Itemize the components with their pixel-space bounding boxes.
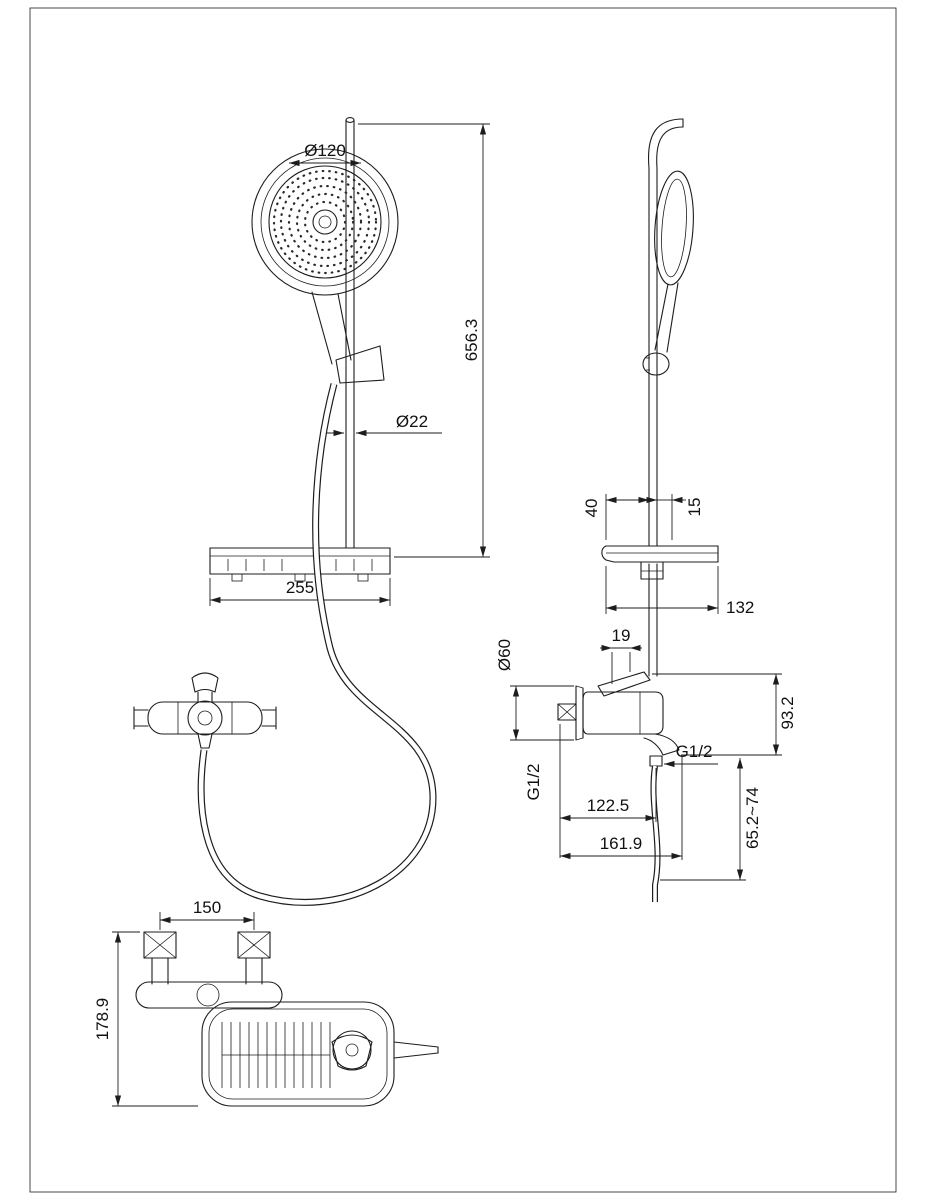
mixer-front-view bbox=[133, 672, 277, 749]
dim-shelf-to-bar: 40 bbox=[582, 499, 601, 518]
mixer-handle-front bbox=[191, 672, 219, 693]
slide-bar-side bbox=[647, 118, 684, 677]
label-inlet-thread: G1/2 bbox=[524, 764, 543, 801]
side-view: 40 15 132 Ø60 19 bbox=[495, 118, 797, 902]
dim-bar-to-head: 15 bbox=[685, 498, 704, 517]
dim-wall-offset: 19 bbox=[612, 626, 631, 645]
hose-outlet-front bbox=[197, 733, 213, 749]
dim-bar-length: 656.3 bbox=[462, 319, 481, 362]
shelf-front bbox=[209, 547, 391, 582]
spout-lever-top bbox=[393, 1041, 439, 1048]
shower-hose bbox=[197, 383, 437, 906]
dim-overall-depth: 178.9 bbox=[93, 998, 112, 1041]
shelf-side bbox=[601, 545, 719, 580]
tub-spout-side bbox=[643, 733, 680, 756]
dim-outlet-reach: 122.5 bbox=[587, 796, 630, 815]
mixer-side-view bbox=[557, 671, 680, 902]
shower-handle bbox=[311, 291, 385, 384]
mixer-body-side bbox=[582, 691, 664, 735]
dim-shelf-depth: 132 bbox=[726, 598, 754, 617]
inlet-posts-top bbox=[143, 931, 271, 985]
mixer-body-top bbox=[135, 981, 283, 1009]
shower-head bbox=[251, 148, 399, 296]
diverter-knob-top bbox=[331, 1034, 373, 1071]
label-outlet-thread: G1/2 bbox=[676, 742, 713, 761]
slide-bar bbox=[345, 117, 355, 549]
shelf-top bbox=[201, 1001, 439, 1107]
bar-holder-bracket bbox=[335, 345, 385, 384]
front-dimensions: Ø120 656.3 Ø22 255 bbox=[209, 123, 490, 606]
side-dimensions: 40 15 132 Ø60 19 bbox=[495, 494, 797, 881]
dim-escutcheon-diameter: Ø60 bbox=[495, 639, 514, 671]
dim-adjust-range: 65.2~74 bbox=[743, 787, 762, 849]
dim-shelf-width: 255 bbox=[286, 578, 314, 597]
dim-spout-reach: 161.9 bbox=[600, 834, 643, 853]
shower-head-side bbox=[642, 170, 694, 376]
shelf-clamp bbox=[640, 561, 664, 580]
front-view: Ø120 656.3 Ø22 255 bbox=[209, 117, 490, 606]
drawing-border bbox=[29, 7, 897, 1193]
mixer-body-front bbox=[147, 701, 263, 735]
dim-head-diameter: Ø120 bbox=[304, 141, 346, 160]
dim-inlet-spacing: 150 bbox=[193, 898, 221, 917]
top-view: 150 bbox=[93, 898, 439, 1107]
hose-connector-side bbox=[649, 755, 663, 767]
dim-mixer-height: 93.2 bbox=[778, 696, 797, 729]
holder-ring-side bbox=[642, 352, 670, 376]
dim-bar-diameter: Ø22 bbox=[396, 412, 428, 431]
mixer-handle-side bbox=[597, 671, 651, 697]
